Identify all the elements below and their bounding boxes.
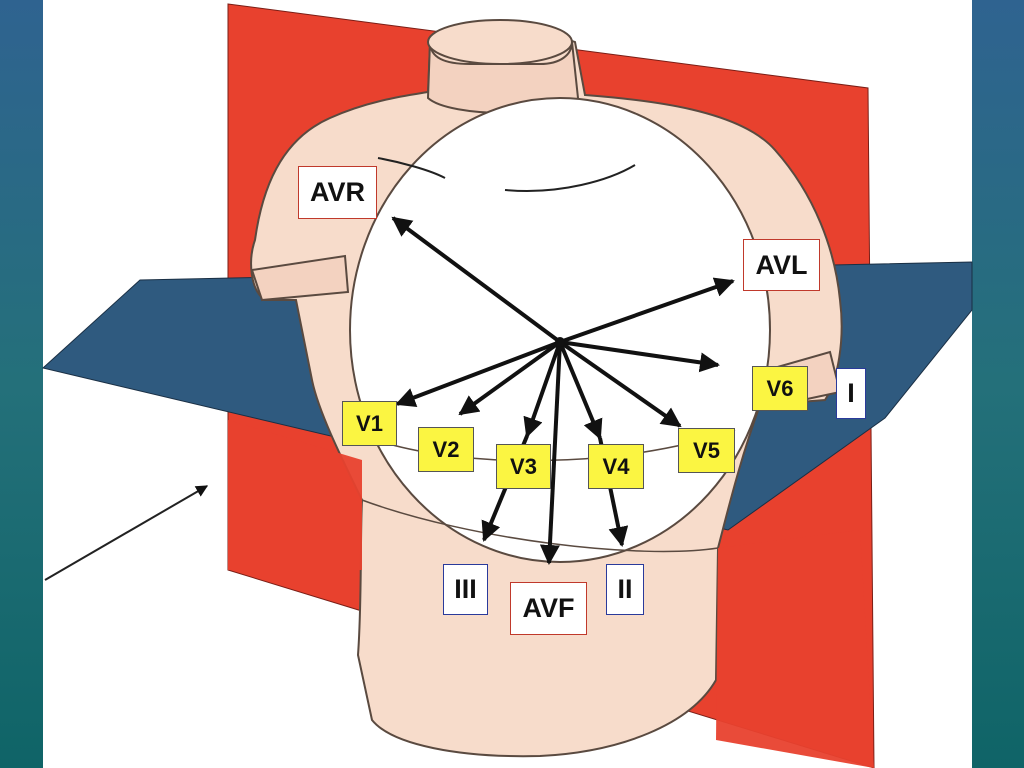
vector-v1 [395, 340, 561, 407]
label-ii: II [606, 564, 644, 615]
vector-avl [559, 277, 735, 344]
vector-v4 [558, 341, 603, 440]
label-v5: V5 [678, 428, 735, 473]
label-v1: V1 [342, 401, 397, 446]
label-i: I [836, 368, 866, 419]
vector-origin [555, 337, 565, 347]
vector-v2 [458, 340, 562, 416]
label-v4: V4 [588, 444, 644, 489]
vector-v5 [558, 340, 682, 428]
frontal-plane-front-left [228, 420, 362, 570]
vector-avr [391, 216, 562, 344]
clavicle-left [377, 157, 446, 179]
label-v3: V3 [496, 444, 551, 489]
neck-top [427, 19, 573, 65]
chest-circle [349, 97, 771, 563]
left-shoulder [250, 254, 350, 302]
vector-v3 [523, 341, 562, 438]
vector-v6 [559, 340, 720, 373]
label-avf: AVF [510, 582, 587, 635]
view-arrow [44, 485, 209, 581]
label-avr: AVR [298, 166, 377, 219]
label-v6: V6 [752, 366, 808, 411]
label-avl: AVL [743, 239, 820, 291]
frontal-plane-front [716, 530, 874, 768]
lead-vectors [391, 216, 735, 565]
label-iii: III [443, 564, 488, 615]
clavicle-curve [504, 164, 636, 192]
vector-avf [539, 341, 562, 565]
label-v2: V2 [418, 427, 474, 472]
